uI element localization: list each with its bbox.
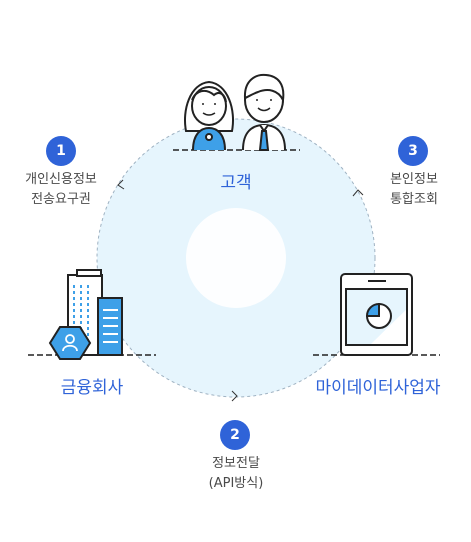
step-1-line-2: 전송요구권 — [31, 192, 91, 207]
cycle-center — [186, 208, 286, 308]
step-label-2: 정보전달 (API방식) — [181, 454, 291, 494]
customer-icon — [173, 73, 300, 151]
step-1-line-1: 개인신용정보 — [25, 172, 97, 187]
woman-icon — [184, 80, 234, 151]
step-2-line-1: 정보전달 — [212, 456, 260, 471]
step-label-1: 개인신용정보 전송요구권 — [6, 170, 116, 210]
node-label-customer: 고객 — [220, 173, 252, 193]
step-badge-1: 1 — [46, 136, 76, 166]
pie-chart-icon — [365, 302, 392, 329]
step-badge-3: 3 — [398, 136, 428, 166]
node-label-financial-company: 금융회사 — [60, 378, 124, 398]
step-3-line-1: 본인정보 — [390, 172, 438, 187]
arrow-left-icon — [117, 179, 125, 190]
arrow-up-icon — [352, 189, 364, 197]
tablet-chart-icon — [313, 273, 440, 356]
node-label-mydata-provider: 마이데이터사업자 — [315, 378, 441, 398]
step-badge-2: 2 — [220, 420, 250, 450]
step-2-line-2: (API방식) — [208, 476, 264, 491]
step-label-3: 본인정보 통합조회 — [369, 170, 459, 210]
step-3-line-2: 통합조회 — [390, 192, 438, 207]
arrow-right-icon — [231, 390, 238, 402]
man-icon — [242, 73, 286, 151]
building-icon — [28, 269, 156, 360]
